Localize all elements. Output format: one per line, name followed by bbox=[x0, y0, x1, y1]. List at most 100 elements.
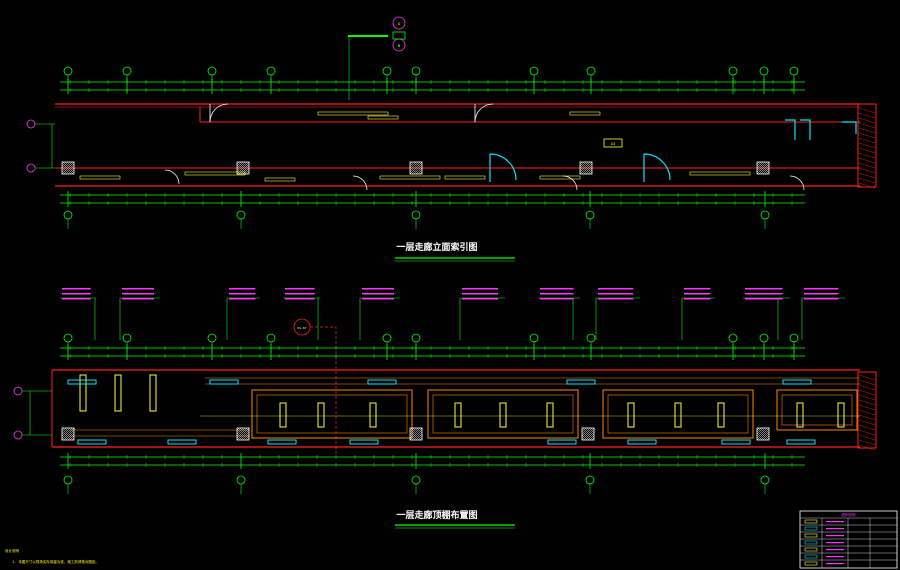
ceiling-column-3-hatch bbox=[581, 427, 595, 441]
annotation-text-mark bbox=[285, 298, 315, 300]
plan-bottom-title: 一层走廊顶棚布置图 bbox=[396, 509, 477, 521]
light-fixture-4 bbox=[317, 402, 325, 428]
ceiling-grid-left-B bbox=[13, 430, 23, 440]
equipment-box bbox=[603, 138, 623, 148]
index-leader-top bbox=[348, 35, 388, 37]
annotation-text-mark bbox=[62, 293, 91, 295]
end-wall-hatch bbox=[858, 117, 876, 124]
ceiling-end-hatch bbox=[858, 404, 876, 411]
annotation-text-mark bbox=[804, 288, 839, 290]
column-hatch-1-hatch bbox=[236, 161, 242, 167]
column-hatch-0-hatch bbox=[61, 161, 75, 175]
legend-text-mark bbox=[826, 556, 844, 558]
ceiling-column-3-hatch bbox=[581, 427, 589, 435]
grid-left-B bbox=[26, 163, 36, 173]
top-grid-bubble bbox=[789, 66, 799, 76]
ceiling-end-hatch bbox=[858, 409, 876, 416]
ceiling-column-2-hatch bbox=[415, 433, 423, 441]
soffit-inner-1 bbox=[432, 394, 574, 434]
callout-label: P1-07 bbox=[297, 326, 306, 330]
column-hatch-1-hatch bbox=[240, 165, 250, 175]
annotation-text-mark bbox=[804, 293, 839, 295]
legend-symbol bbox=[804, 519, 818, 524]
soffit-outer-1 bbox=[427, 389, 579, 439]
annotation-text-mark bbox=[122, 298, 154, 300]
top-grid-lower-bubble bbox=[760, 210, 770, 220]
top-grid-bubble bbox=[207, 66, 217, 76]
annotation-text-mark bbox=[745, 288, 783, 290]
ceiling-column-4-hatch bbox=[760, 431, 770, 441]
end-wall-hatch bbox=[858, 132, 876, 139]
annotation-text-mark bbox=[122, 293, 154, 295]
ceiling-column-0-hatch bbox=[63, 429, 75, 441]
ceiling-column-4-hatch bbox=[756, 427, 770, 441]
top-grid-lower-bubble bbox=[236, 210, 246, 220]
bottom-grid-bubble bbox=[207, 333, 217, 343]
ceiling-column-4 bbox=[756, 427, 770, 441]
ceiling-column-4-hatch bbox=[764, 435, 770, 441]
ceiling-column-2-hatch bbox=[409, 427, 421, 439]
end-wall-hatch bbox=[858, 152, 876, 159]
light-fixture-12 bbox=[796, 402, 804, 428]
light-fixture-2 bbox=[149, 374, 157, 412]
column-hatch-4-hatch bbox=[760, 165, 770, 175]
index-mark-top: A bbox=[398, 22, 401, 26]
soffit-inner-2 bbox=[607, 394, 749, 434]
legend-symbol bbox=[804, 561, 818, 566]
column-hatch-0-hatch bbox=[61, 161, 73, 173]
end-wall-hatch bbox=[858, 127, 876, 134]
legend-text-mark bbox=[826, 563, 844, 565]
ceiling-column-2-hatch bbox=[411, 429, 423, 441]
ceiling-column-1-hatch bbox=[240, 431, 250, 441]
soffit-inner-3 bbox=[781, 394, 853, 426]
end-wall-hatch bbox=[858, 177, 876, 184]
column-hatch-2-hatch bbox=[409, 161, 423, 175]
diffuser-5 bbox=[77, 439, 107, 445]
diffuser-9 bbox=[547, 439, 577, 445]
annotation-text-mark bbox=[540, 293, 574, 295]
diffuser-0 bbox=[67, 379, 97, 385]
bottom-grid-lower-bubble bbox=[236, 475, 246, 485]
ceiling-column-1-hatch bbox=[236, 427, 244, 435]
ceiling-end-hatch bbox=[858, 414, 876, 421]
ceiling-end-hatch bbox=[858, 434, 876, 441]
ceiling-column-0-hatch bbox=[69, 435, 75, 441]
grid-left-A bbox=[26, 119, 36, 129]
column-hatch-2-hatch bbox=[417, 169, 423, 175]
top-grid-bubble bbox=[411, 66, 421, 76]
ceiling-column-0 bbox=[61, 427, 75, 441]
column-hatch-0-hatch bbox=[69, 169, 75, 175]
ceiling-column-2-frame bbox=[409, 427, 423, 441]
ceiling-end-hatch bbox=[858, 394, 876, 401]
legend-text-mark bbox=[826, 528, 844, 530]
column-hatch-4-hatch bbox=[756, 161, 764, 169]
annotation-text-mark bbox=[598, 293, 634, 295]
ceiling-end-hatch bbox=[858, 439, 876, 446]
wall-panel bbox=[264, 177, 296, 182]
column-hatch-3-hatch bbox=[585, 167, 593, 175]
ceiling-column-1-hatch bbox=[238, 429, 250, 441]
ceiling-column-0-hatch bbox=[61, 427, 69, 435]
column-hatch-0-frame bbox=[61, 161, 75, 175]
column-hatch-0-hatch bbox=[61, 161, 67, 167]
annotation-text-mark bbox=[804, 298, 839, 300]
ceiling-column-3-frame bbox=[581, 427, 595, 441]
top-grid-bubble bbox=[382, 66, 392, 76]
column-hatch-3-hatch bbox=[579, 161, 591, 173]
end-wall-hatch bbox=[858, 122, 876, 129]
ceiling-column-3-hatch bbox=[581, 427, 587, 433]
top-grid-bubble bbox=[586, 66, 596, 76]
top-grid-bubble bbox=[122, 66, 132, 76]
end-wall-hatch bbox=[858, 147, 876, 154]
annotation-text-mark bbox=[598, 298, 634, 300]
soffit-outer-3 bbox=[776, 389, 858, 431]
annotation-text-mark bbox=[229, 298, 256, 300]
column-hatch-4-hatch bbox=[756, 161, 770, 175]
bottom-grid-bubble bbox=[529, 333, 539, 343]
glass-door-bottom-1 bbox=[489, 153, 517, 182]
legend-symbol bbox=[804, 533, 818, 538]
wall-panel bbox=[379, 175, 441, 180]
ceiling-end-wall bbox=[857, 371, 877, 449]
wall-panel bbox=[689, 171, 751, 176]
